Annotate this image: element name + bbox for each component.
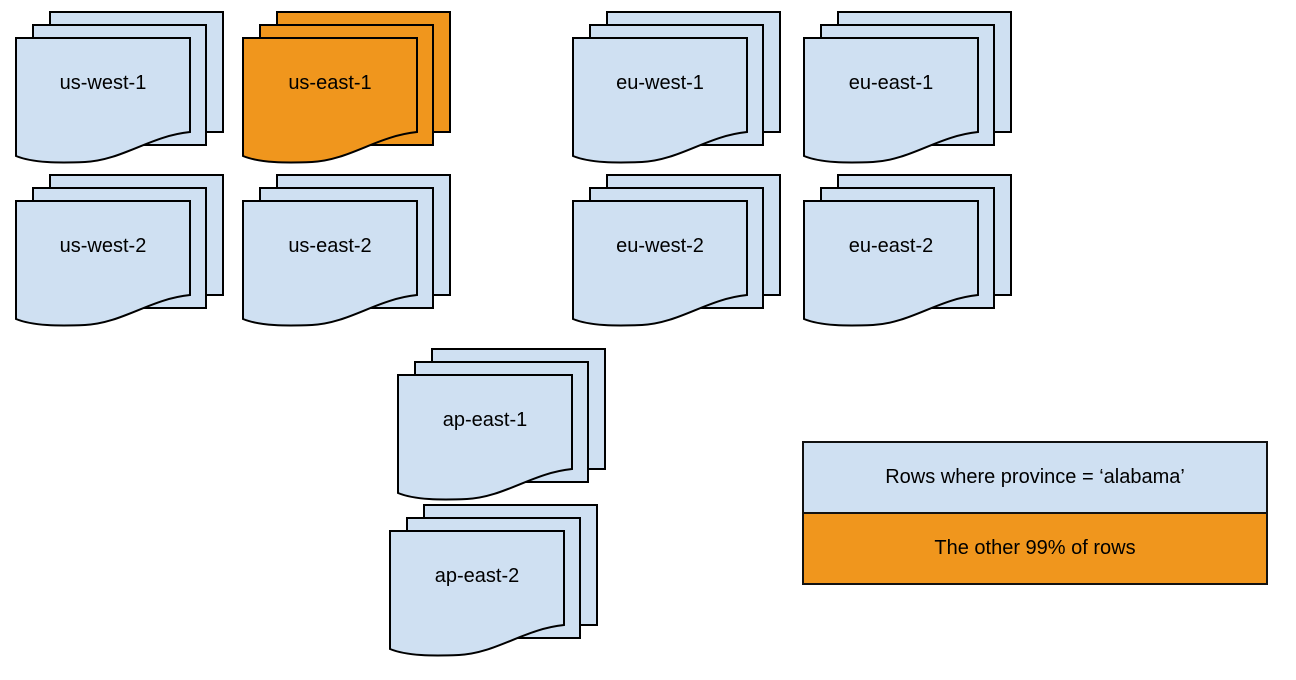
document-stack-icon bbox=[572, 173, 782, 329]
region-stack-ap-east-1: ap-east-1 bbox=[397, 347, 607, 503]
region-stack-us-east-1: us-east-1 bbox=[242, 10, 452, 166]
document-stack-icon bbox=[15, 10, 225, 166]
region-stack-eu-west-2: eu-west-2 bbox=[572, 173, 782, 329]
legend-item-label: The other 99% of rows bbox=[934, 537, 1136, 559]
document-stack-icon bbox=[572, 10, 782, 166]
legend: Rows where province = ‘alabama’ The othe… bbox=[802, 441, 1268, 585]
region-stack-eu-east-1: eu-east-1 bbox=[803, 10, 1013, 166]
region-stack-ap-east-2: ap-east-2 bbox=[389, 503, 599, 659]
region-stack-us-east-2: us-east-2 bbox=[242, 173, 452, 329]
document-stack-icon bbox=[242, 173, 452, 329]
region-stack-us-west-2: us-west-2 bbox=[15, 173, 225, 329]
legend-item-alabama-rows: Rows where province = ‘alabama’ bbox=[804, 443, 1266, 512]
region-stack-eu-west-1: eu-west-1 bbox=[572, 10, 782, 166]
legend-item-label: Rows where province = ‘alabama’ bbox=[885, 466, 1185, 488]
document-stack-icon bbox=[803, 173, 1013, 329]
document-stack-icon bbox=[389, 503, 599, 659]
document-stack-icon bbox=[242, 10, 452, 166]
legend-item-other-rows: The other 99% of rows bbox=[804, 512, 1266, 583]
region-stack-eu-east-2: eu-east-2 bbox=[803, 173, 1013, 329]
document-stack-icon bbox=[397, 347, 607, 503]
region-stack-us-west-1: us-west-1 bbox=[15, 10, 225, 166]
document-stack-icon bbox=[15, 173, 225, 329]
document-stack-icon bbox=[803, 10, 1013, 166]
